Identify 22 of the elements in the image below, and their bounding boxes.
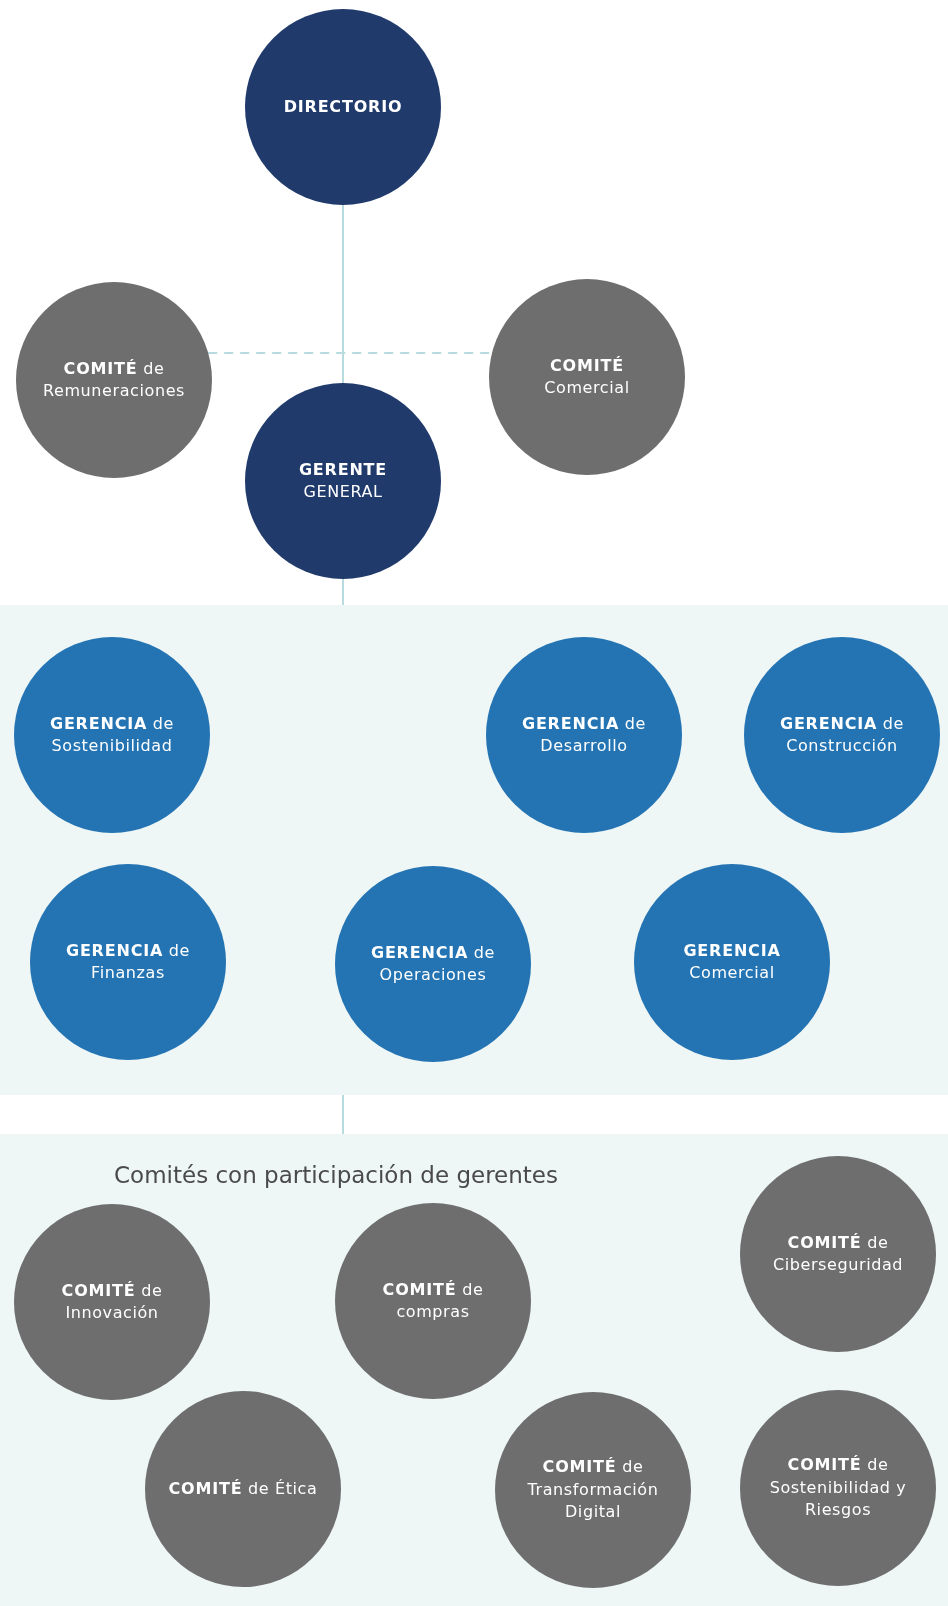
- circle-label: COMITÉ de Remuneraciones: [41, 357, 187, 402]
- circle-label: COMITÉ de Ética: [167, 1477, 319, 1500]
- connector-line: [342, 1094, 344, 1135]
- circle-label: GERENTE GENERAL: [297, 458, 389, 503]
- circle-label: GERENCIA de Desarrollo: [520, 712, 648, 757]
- background-band: [0, 1134, 948, 1606]
- circle-label: COMITÉ Comercial: [543, 354, 631, 399]
- circle-label: GERENCIA de Construcción: [778, 712, 906, 757]
- connector-line: [342, 578, 344, 606]
- circle-label: GERENCIA Comercial: [682, 939, 782, 984]
- connector-line: [342, 204, 344, 384]
- circle-label: DIRECTORIO: [282, 95, 404, 118]
- circle-label: COMITÉ de Ciberseguridad: [771, 1231, 905, 1276]
- band-heading: Comités con participación de gerentes: [114, 1162, 558, 1188]
- circle-label: COMITÉ de compras: [381, 1278, 485, 1323]
- circle-label: GERENCIA de Operaciones: [369, 941, 497, 986]
- circle-label: COMITÉ de Transformación Digital: [526, 1456, 660, 1524]
- circle-label: GERENCIA de Finanzas: [64, 939, 192, 984]
- circle-label: COMITÉ de Sostenibilidad y Riesgos: [768, 1454, 908, 1522]
- circle-label: COMITÉ de Innovación: [60, 1279, 164, 1324]
- background-band: [0, 605, 948, 1095]
- circle-label: GERENCIA de Sostenibilidad: [48, 712, 176, 757]
